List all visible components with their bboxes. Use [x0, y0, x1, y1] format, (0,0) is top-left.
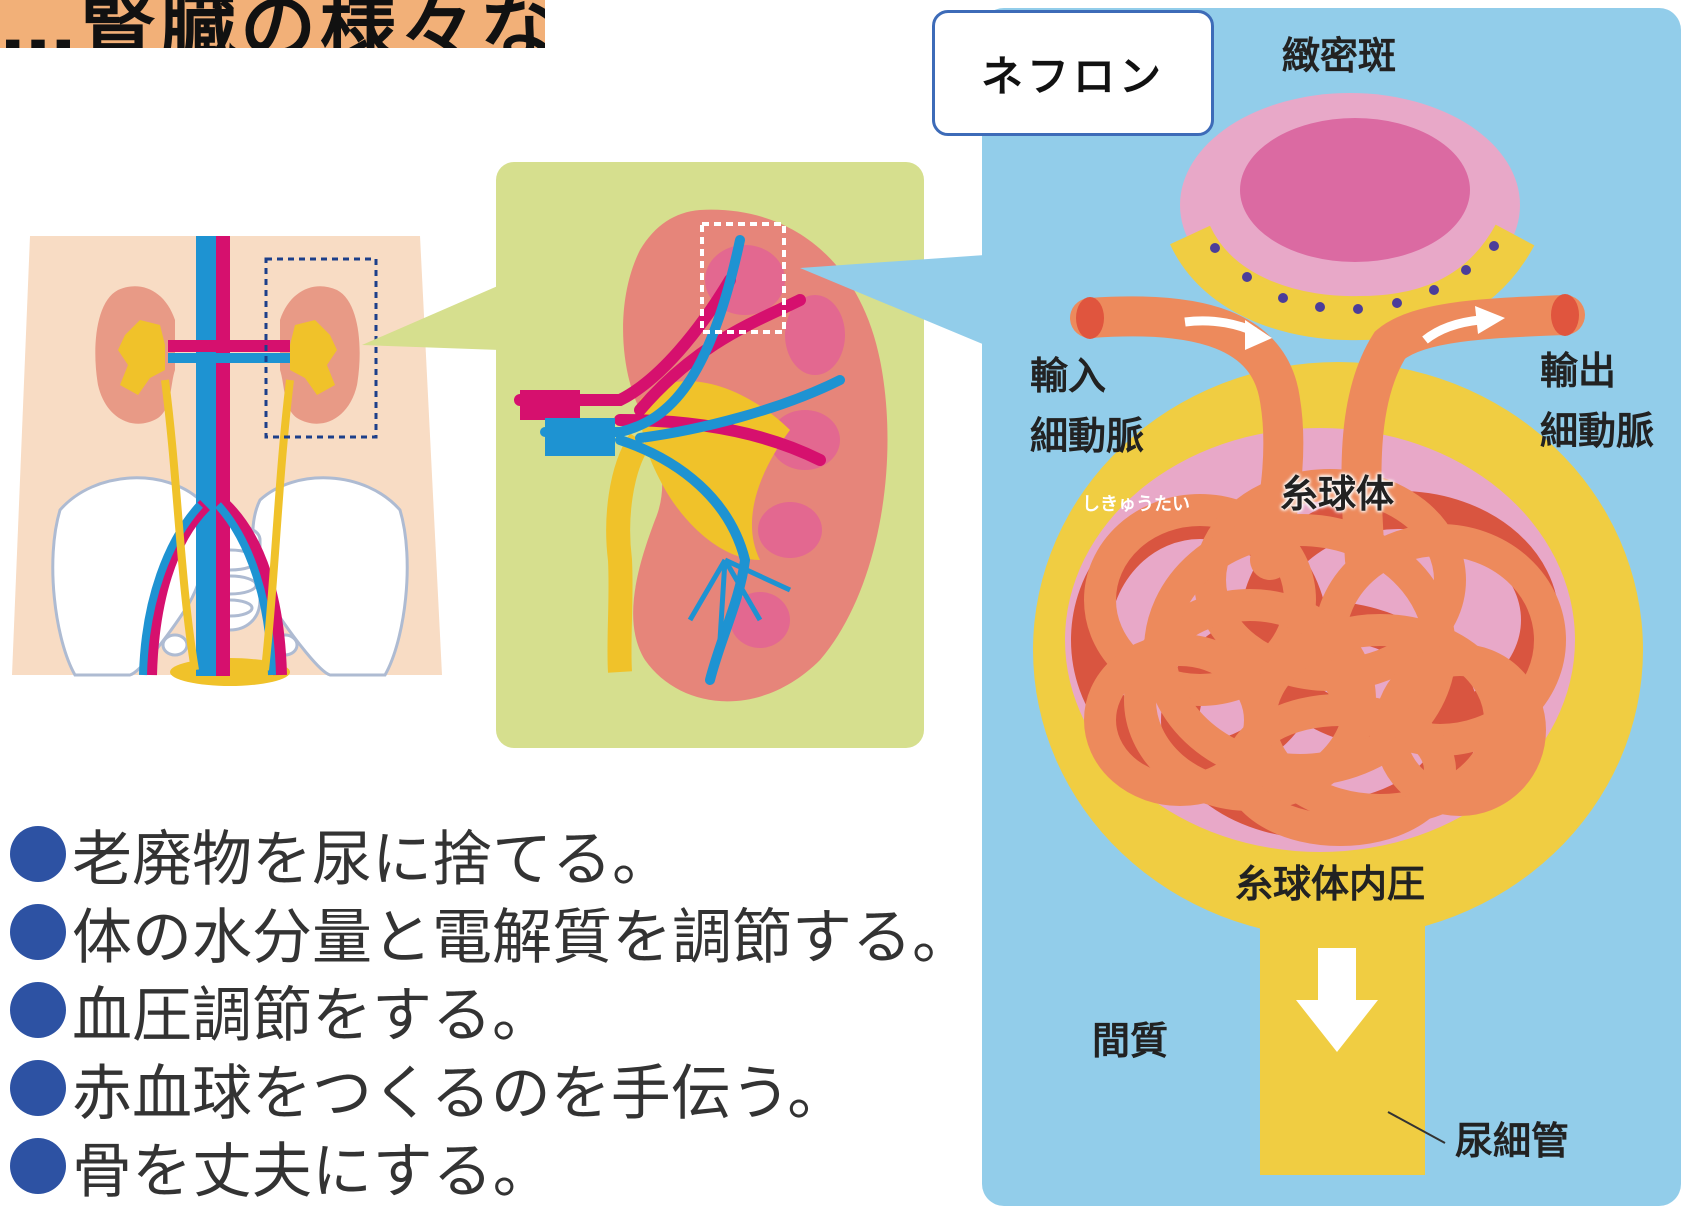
function-text: 赤血球をつくるのを手伝う。 [72, 1058, 848, 1129]
efferent-label-line2: 細動脈 [1540, 409, 1655, 453]
zoom-connector-1 [362, 285, 500, 350]
bullet-icon [10, 1138, 66, 1194]
function-text: 体の水分量と電解質を調節する。 [72, 902, 972, 973]
nephron-heading: ネフロン [932, 10, 1214, 136]
ureters [161, 379, 294, 671]
bullet-icon [10, 982, 66, 1038]
list-item: 体の水分量と電解質を調節する。 [10, 893, 972, 973]
list-item: 骨を丈夫にする。 [10, 1127, 972, 1207]
afferent-label-line2: 細動脈 [1030, 414, 1145, 458]
function-text: 骨を丈夫にする。 [72, 1136, 553, 1207]
urine-flow-arrow [1296, 948, 1378, 1052]
efferent-flow-arrow [1422, 315, 1481, 344]
bullet-icon [10, 904, 66, 960]
page-title: …腎臓の様々な働き [0, 0, 545, 48]
list-item: 赤血球をつくるのを手伝う。 [10, 1049, 972, 1129]
efferent-label-line1: 輸出 [1540, 349, 1617, 393]
kidney-section [496, 162, 924, 748]
macula-densa-label: 緻密斑 [1282, 34, 1397, 78]
interstitium-label: 間質 [1092, 1019, 1169, 1063]
title-banner: …腎臓の様々な働き [0, 0, 545, 48]
glomerulus-reading: しきゅうたい [1082, 494, 1190, 515]
glomerulus-label: 糸球体 [1280, 472, 1395, 516]
left-kidney [95, 286, 175, 424]
nephron-section [982, 8, 1681, 1206]
macula-densa-inner [1240, 118, 1470, 262]
ureter [606, 433, 651, 673]
glomerulus-capillaries [1070, 295, 1585, 846]
tubule-pointer [1387, 1111, 1446, 1144]
list-item: 老廃物を尿に捨てる。 [10, 815, 972, 895]
glomerular-pressure-label: 糸球体内圧 [1235, 862, 1426, 906]
right-kidney [280, 286, 360, 424]
vena-cava [196, 236, 216, 676]
zoom-box-body [264, 257, 378, 439]
nephron-heading-text: ネフロン [980, 51, 1165, 101]
macula-cell-nuclei [1210, 241, 1499, 314]
macula-densa-cells [1170, 223, 1535, 341]
function-text: 血圧調節をする。 [72, 980, 552, 1051]
afferent-arteriole [1070, 296, 1304, 580]
function-text: 老廃物を尿に捨てる。 [72, 824, 672, 895]
zoom-connector-2 [800, 255, 985, 345]
function-list: 老廃物を尿に捨てる。 体の水分量と電解質を調節する。 血圧調節をする。 赤血球を… [10, 815, 972, 1207]
zoom-box-kidney [700, 222, 786, 334]
afferent-label-line1: 輸入 [1030, 354, 1107, 398]
tubule-label: 尿細管 [1455, 1119, 1570, 1163]
bullet-icon [10, 1060, 66, 1116]
list-item: 血圧調節をする。 [10, 971, 972, 1051]
torso-illustration [12, 236, 442, 686]
bullet-icon [10, 826, 66, 882]
aorta [215, 236, 230, 676]
